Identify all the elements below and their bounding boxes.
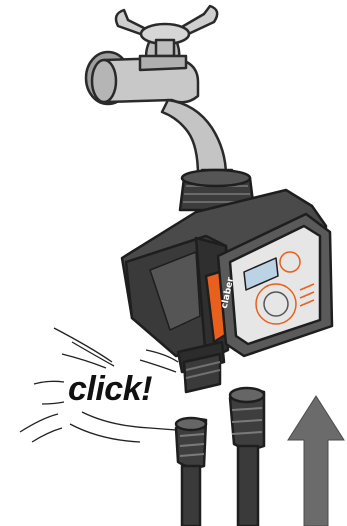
hose-connector-icon [176, 388, 264, 526]
up-arrow-icon [288, 396, 344, 526]
click-exclamation: click! [68, 370, 152, 409]
faucet-icon [86, 6, 232, 178]
